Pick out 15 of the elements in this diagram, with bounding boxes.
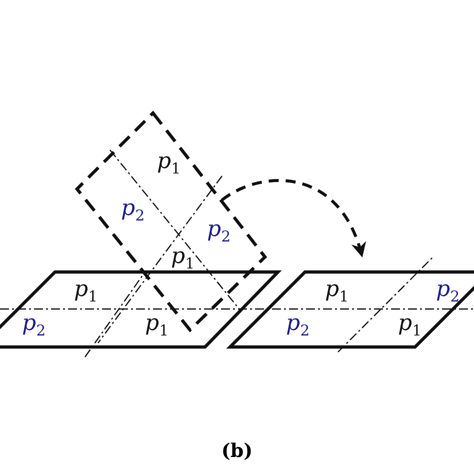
part-label: p$_{2}$: [121, 197, 145, 226]
part-label: p$_{1}$: [398, 312, 422, 342]
part-label: p$_{1}$: [157, 150, 181, 180]
part-label: p$_{1}$: [171, 245, 195, 274]
part-label: p$_{2}$: [286, 312, 310, 342]
parallelogram-shape: [228, 270, 474, 350]
part-label: p$_{2}$: [436, 278, 460, 308]
part-label: p$_{1}$: [74, 278, 98, 308]
caption: (b): [221, 440, 253, 462]
part-label: p$_{1}$: [325, 278, 349, 308]
curved-arrow: [221, 179, 365, 258]
part-label: p$_{2}$: [207, 218, 231, 248]
part-label: p$_{1}$: [145, 312, 169, 342]
part-label: p$_{2}$: [22, 312, 46, 342]
parallelogram-shape: [0, 270, 280, 350]
